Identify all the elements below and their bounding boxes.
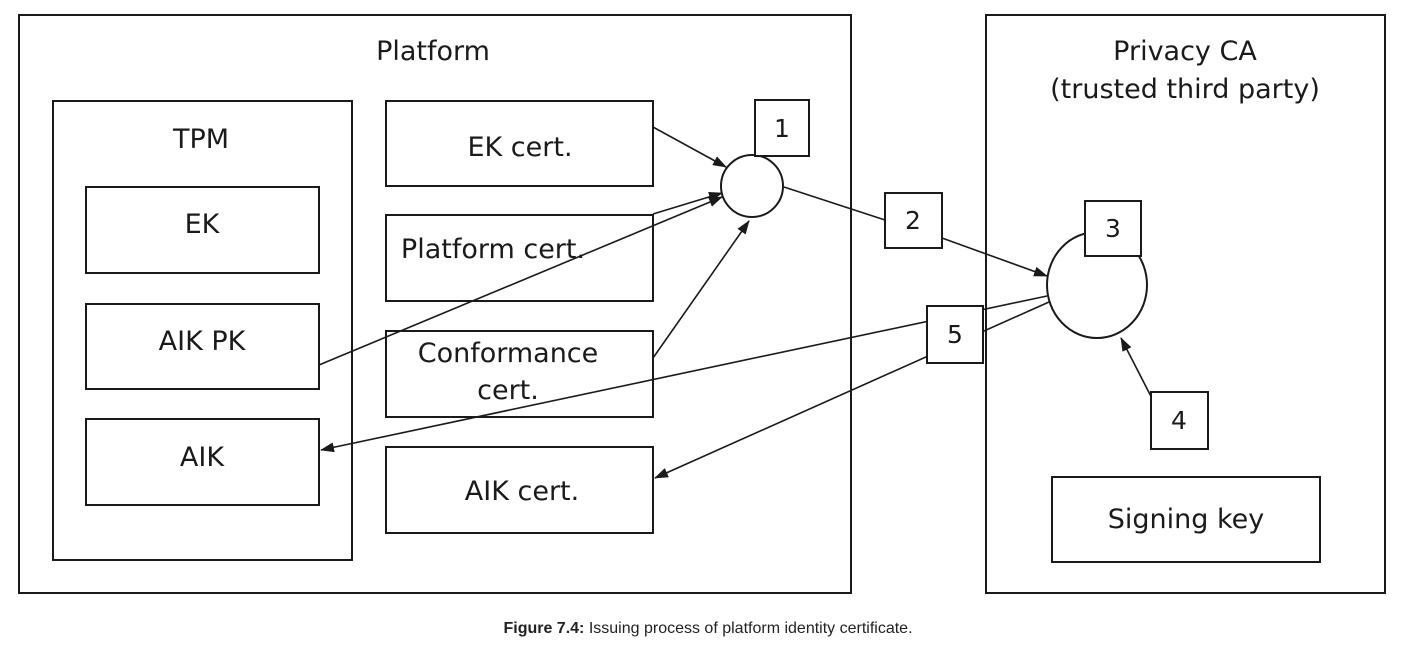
step-5-badge: 5 [926, 305, 984, 364]
privacy-ca-title-line2: (trusted third party) [1050, 74, 1320, 105]
aik-cert-label: AIK cert. [465, 476, 579, 507]
figure-caption: Figure 7.4: Issuing process of platform … [0, 620, 1416, 638]
arrow-aik-pk-to-node [318, 196, 723, 366]
figure-caption-label: Figure 7.4: [503, 620, 585, 637]
aik-pk-label: AIK PK [159, 326, 247, 357]
signing-key-box: Signing key [1051, 476, 1321, 563]
platform-cert-box: Platform cert. [385, 214, 654, 302]
ek-box: EK [85, 186, 320, 274]
step-1-badge: 1 [754, 99, 810, 157]
aik-label: AIK [180, 442, 225, 473]
tpm-title: TPM [172, 124, 229, 155]
aik-box: AIK [85, 418, 320, 506]
step-3-badge: 3 [1084, 200, 1142, 257]
ek-cert-label: EK cert. [467, 132, 572, 163]
aik-pk-box: AIK PK [85, 303, 320, 390]
step-4-badge: 4 [1150, 391, 1209, 450]
collect-node [720, 154, 784, 218]
platform-title: Platform [376, 36, 490, 67]
conformance-cert-box: Conformance cert. [385, 330, 654, 418]
privacy-ca-title-line1: Privacy CA [1113, 36, 1257, 67]
step-4-label: 4 [1171, 406, 1187, 435]
step-1-label: 1 [774, 114, 790, 143]
ek-cert-box: EK cert. [385, 100, 654, 187]
arrow-step2-to-ca [941, 237, 1048, 277]
figure-caption-text: Issuing process of platform identity cer… [584, 620, 913, 637]
arrow-platform-cert-to-node [652, 192, 723, 215]
ek-label: EK [185, 209, 221, 240]
conformance-cert-label-line2: cert. [477, 375, 539, 406]
platform-cert-label: Platform cert. [401, 234, 585, 265]
arrow-ek-cert-to-node [652, 126, 727, 168]
step-3-label: 3 [1105, 214, 1121, 243]
link-node-to-step2 [783, 186, 886, 221]
step-2-badge: 2 [884, 192, 943, 249]
conformance-cert-label-line1: Conformance [418, 338, 599, 369]
aik-cert-box: AIK cert. [385, 446, 654, 534]
arrow-conformance-cert-to-node [652, 220, 750, 359]
signing-key-label: Signing key [1108, 504, 1265, 535]
certificate-issuing-diagram: Platform TPM EK AIK PK AIK EK cert. Plat… [18, 14, 1386, 594]
step-5-label: 5 [947, 320, 963, 349]
step-2-label: 2 [905, 206, 921, 235]
